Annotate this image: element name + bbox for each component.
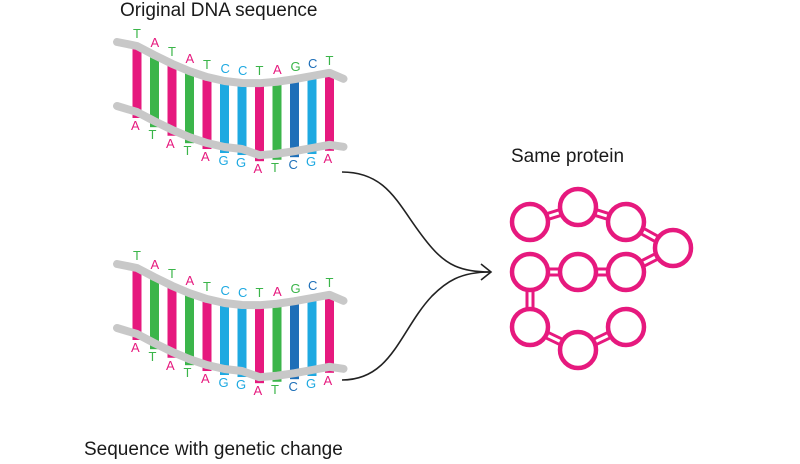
nucleotide-bottom: A <box>324 373 333 388</box>
nucleotide-top: A <box>273 284 282 299</box>
original-sequence-label: Original DNA sequence <box>120 0 318 21</box>
base-pair-bar <box>202 301 212 372</box>
nucleotide-bottom: A <box>131 340 140 355</box>
base-pair-bar <box>167 287 177 358</box>
base-pair-bar <box>150 279 159 350</box>
dna-backbone-top <box>113 260 348 310</box>
arrow-line-bottom <box>341 271 491 381</box>
nucleotide-bottom: T <box>271 382 279 397</box>
nucleotide-bottom: G <box>236 155 246 170</box>
nucleotide-bottom: G <box>219 375 229 390</box>
dna-backbone-top <box>113 38 348 88</box>
nucleotide-bottom: T <box>149 127 157 142</box>
nucleotide-top: T <box>203 279 211 294</box>
nucleotide-top: C <box>238 285 247 300</box>
nucleotide-bottom: G <box>306 154 316 169</box>
base-pair-bar <box>307 78 317 154</box>
nucleotide-top: G <box>291 59 301 74</box>
protein-chain <box>509 186 694 371</box>
base-pair-bar <box>185 295 194 366</box>
nucleotide-top: T <box>326 275 334 290</box>
nucleotide-top: A <box>186 51 195 66</box>
nucleotide-bottom: A <box>324 151 333 166</box>
base-pair-bar <box>290 303 299 380</box>
base-pair-bar <box>202 79 212 150</box>
base-pair-bar <box>255 307 264 384</box>
nucleotide-top: C <box>308 278 317 293</box>
base-pair-bar <box>237 85 247 156</box>
base-pair-bar <box>132 48 142 118</box>
nucleotide-top: G <box>291 281 301 296</box>
nucleotide-bottom: C <box>289 157 298 172</box>
amino-acid-bead <box>509 306 551 348</box>
nucleotide-top: T <box>168 266 176 281</box>
base-pair-bar <box>255 85 264 162</box>
nucleotide-top: T <box>168 44 176 59</box>
amino-acid-bead <box>557 251 599 293</box>
base-pair-bar <box>150 57 159 128</box>
arrow-line-top <box>341 171 491 273</box>
base-pair-bar <box>307 300 317 376</box>
base-pair-bar <box>325 74 334 151</box>
nucleotide-top: T <box>133 26 141 41</box>
base-pair-bar <box>325 296 334 373</box>
nucleotide-bottom: A <box>166 136 175 151</box>
dna-backbone-bottom <box>113 102 348 160</box>
arrowhead <box>480 263 493 281</box>
amino-acid-bead <box>557 329 599 371</box>
base-pair-bar <box>185 73 194 144</box>
nucleotide-top: A <box>151 35 160 50</box>
nucleotide-bottom: A <box>131 118 140 133</box>
amino-acid-bead <box>605 201 647 243</box>
nucleotide-bottom: A <box>254 383 263 398</box>
dna-backbone-bottom <box>113 324 348 382</box>
base-pair-bar <box>220 305 229 375</box>
nucleotide-bottom: G <box>219 153 229 168</box>
protein-label: Same protein <box>511 146 625 167</box>
nucleotide-bottom: T <box>184 143 192 158</box>
nucleotide-top: A <box>186 273 195 288</box>
amino-acid-bead <box>557 186 599 228</box>
nucleotide-top: A <box>273 62 282 77</box>
nucleotide-top: T <box>256 285 264 300</box>
nucleotide-bottom: G <box>236 377 246 392</box>
nucleotide-bottom: A <box>201 371 210 386</box>
base-pair-bar <box>272 83 282 160</box>
amino-acid-bead <box>605 306 647 348</box>
nucleotide-top: T <box>326 53 334 68</box>
base-pair-bar <box>272 305 282 382</box>
amino-acid-bead <box>605 251 647 293</box>
base-pair-bar <box>237 307 247 378</box>
amino-acid-bead <box>509 201 551 243</box>
nucleotide-bottom: A <box>254 161 263 176</box>
base-pair-bar <box>290 81 299 158</box>
converging-arrow <box>341 171 493 381</box>
nucleotide-top: T <box>203 57 211 72</box>
nucleotide-top: T <box>133 248 141 263</box>
nucleotide-bottom: G <box>306 376 316 391</box>
nucleotide-bottom: T <box>184 365 192 380</box>
base-pair-bar <box>132 270 142 340</box>
base-pair-bar <box>167 65 177 136</box>
nucleotide-top: A <box>151 257 160 272</box>
nucleotide-bottom: T <box>149 349 157 364</box>
nucleotide-bottom: A <box>201 149 210 164</box>
nucleotide-top: T <box>256 63 264 78</box>
nucleotide-bottom: A <box>166 358 175 373</box>
nucleotide-top: C <box>238 63 247 78</box>
nucleotide-bottom: C <box>289 379 298 394</box>
amino-acid-bead <box>652 227 694 269</box>
nucleotide-top: C <box>221 61 230 76</box>
nucleotide-top: C <box>308 56 317 71</box>
nucleotide-top: C <box>221 283 230 298</box>
base-pair-bar <box>220 83 229 153</box>
changed-sequence-label: Sequence with genetic change <box>84 439 343 460</box>
amino-acid-bead <box>509 251 551 293</box>
nucleotide-bottom: T <box>271 160 279 175</box>
